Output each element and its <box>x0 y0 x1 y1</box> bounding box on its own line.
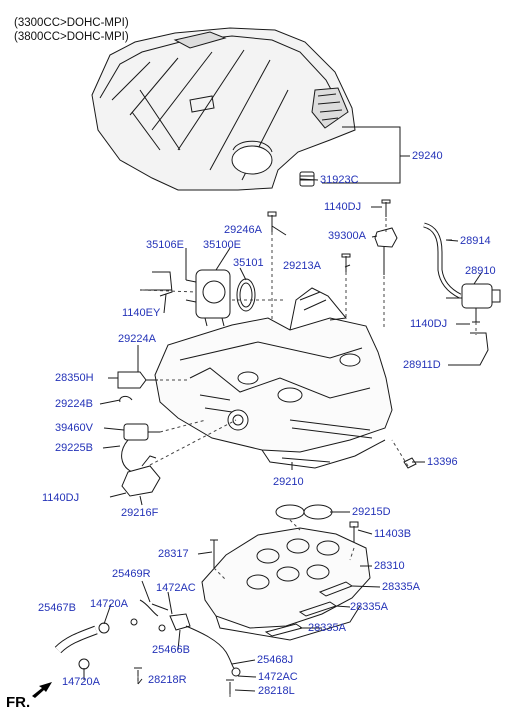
label-28911D[interactable]: 28911D <box>403 359 441 371</box>
engine-cover-icon <box>91 27 356 191</box>
label-25469R[interactable]: 25469R <box>112 568 151 580</box>
label-25467B[interactable]: 25467B <box>38 602 76 614</box>
label-29246A[interactable]: 29246A <box>224 224 262 236</box>
label-29210[interactable]: 29210 <box>273 476 304 488</box>
fr-label: FR. <box>6 694 31 711</box>
label-13396[interactable]: 13396 <box>427 456 458 468</box>
label-39460V[interactable]: 39460V <box>55 422 93 434</box>
label-29216F[interactable]: 29216F <box>121 507 159 519</box>
label-28914[interactable]: 28914 <box>460 235 491 247</box>
label-1140EY[interactable]: 1140EY <box>122 307 161 319</box>
label-35100E[interactable]: 35100E <box>203 239 241 251</box>
label-29240[interactable]: 29240 <box>412 150 443 162</box>
label-1140DJ-top[interactable]: 1140DJ <box>324 201 362 213</box>
label-25468J[interactable]: 25468J <box>257 654 294 666</box>
label-28910[interactable]: 28910 <box>465 265 496 277</box>
label-28218L[interactable]: 28218L <box>258 685 295 697</box>
label-29215D[interactable]: 29215D <box>352 506 391 518</box>
label-28335A-3[interactable]: 28335A <box>308 622 346 634</box>
header-variant-3800cc: (3800CC>DOHC-MPI) <box>14 31 129 43</box>
label-31923C[interactable]: 31923C <box>320 174 359 186</box>
intake-manifold-icon <box>154 287 393 469</box>
label-1140DJ-left[interactable]: 1140DJ <box>42 492 80 504</box>
label-25466B[interactable]: 25466B <box>152 644 190 656</box>
header-variant-3300cc: (3300CC>DOHC-MPI) <box>14 17 129 29</box>
label-29224B[interactable]: 29224B <box>55 398 93 410</box>
label-29213A[interactable]: 29213A <box>283 260 321 272</box>
label-28317[interactable]: 28317 <box>158 548 189 560</box>
label-14720A-bottom[interactable]: 14720A <box>62 676 100 688</box>
label-1140DJ-right[interactable]: 1140DJ <box>410 318 448 330</box>
label-28335A-1[interactable]: 28335A <box>382 581 420 593</box>
label-11403B[interactable]: 11403B <box>374 528 412 540</box>
label-28335A-2[interactable]: 28335A <box>350 601 388 613</box>
throttle-body-icon <box>185 269 231 327</box>
label-28350H[interactable]: 28350H <box>55 372 94 384</box>
label-1472AC-top[interactable]: 1472AC <box>156 582 196 594</box>
label-28218R[interactable]: 28218R <box>148 674 187 686</box>
label-39300A[interactable]: 39300A <box>328 230 366 242</box>
label-14720A-top[interactable]: 14720A <box>90 598 128 610</box>
label-35106E[interactable]: 35106E <box>146 239 184 251</box>
fr-arrow-icon <box>32 682 52 698</box>
label-1472AC-bottom[interactable]: 1472AC <box>258 671 298 683</box>
label-35101[interactable]: 35101 <box>233 257 264 269</box>
label-29224A[interactable]: 29224A <box>118 333 156 345</box>
label-29225B[interactable]: 29225B <box>55 442 93 454</box>
label-28310[interactable]: 28310 <box>374 560 405 572</box>
